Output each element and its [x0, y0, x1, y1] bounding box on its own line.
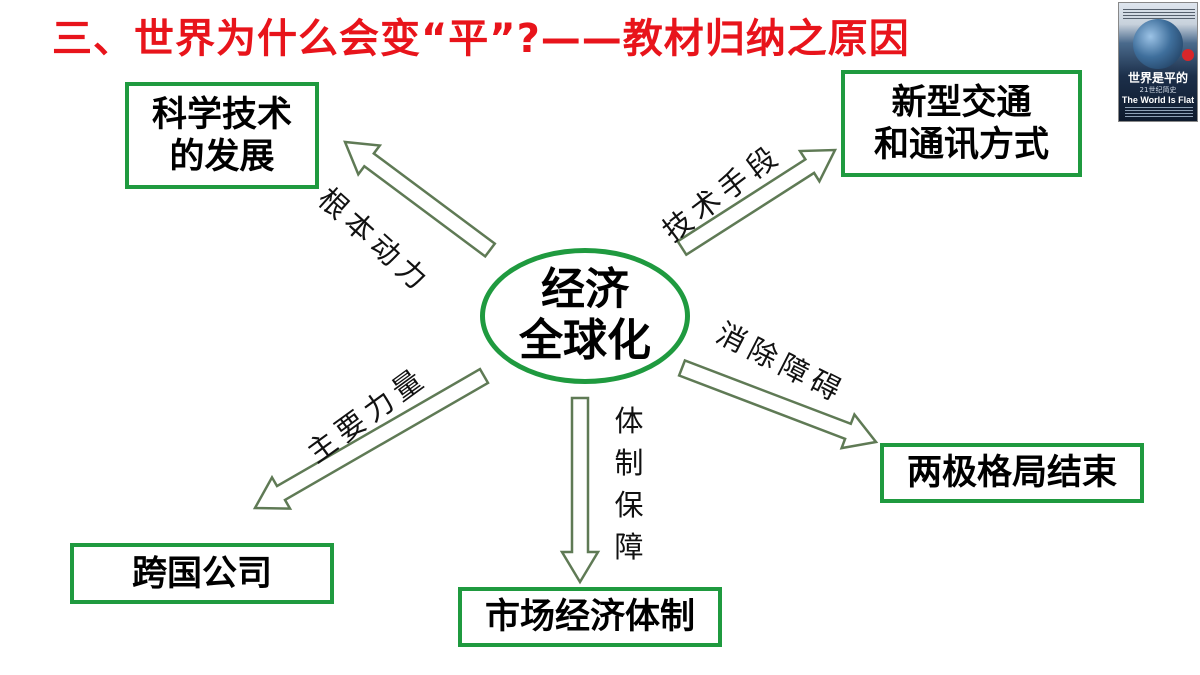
- box-tech-line1: 科学技术: [152, 94, 292, 136]
- box-bipolar-end: 两极格局结束: [880, 443, 1144, 503]
- center-ellipse-globalization: 经济 全球化: [480, 248, 690, 384]
- arrow-to-market: [562, 398, 598, 582]
- box-market-economy: 市场经济体制: [458, 587, 722, 647]
- box-multinational: 跨国公司: [70, 543, 334, 604]
- label-institutional-guarantee: 体制保障: [612, 400, 646, 568]
- box-transport-line1: 新型交通: [891, 82, 1031, 124]
- box-transport-line2: 和通讯方式: [874, 124, 1049, 166]
- center-line1: 经济: [541, 265, 629, 316]
- box-bipolar-text: 两极格局结束: [907, 452, 1117, 494]
- box-market-text: 市场经济体制: [485, 596, 695, 638]
- center-line2: 全球化: [519, 316, 651, 367]
- box-multinational-text: 跨国公司: [132, 553, 272, 595]
- box-tech-line2: 的发展: [169, 136, 274, 178]
- box-tech-development: 科学技术 的发展: [125, 82, 319, 189]
- box-transport-communication: 新型交通 和通讯方式: [841, 70, 1082, 177]
